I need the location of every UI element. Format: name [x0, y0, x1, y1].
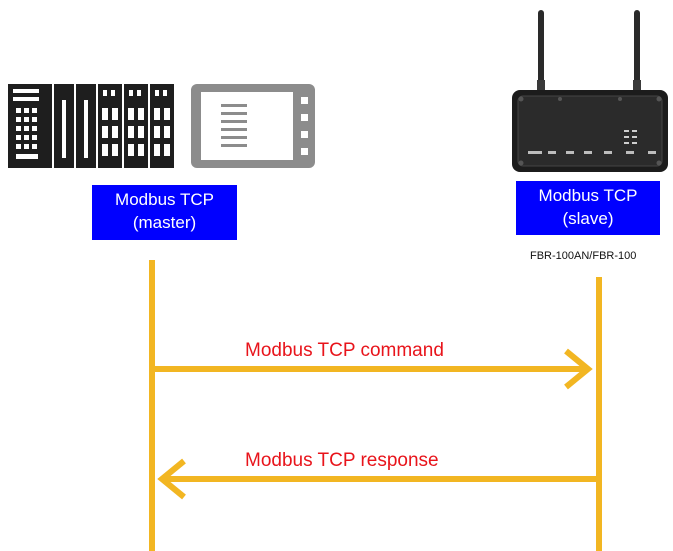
slave-label-line1: Modbus TCP [538, 186, 638, 205]
response-message-label: Modbus TCP response [245, 450, 439, 471]
hmi-icon [191, 84, 315, 168]
slave-label: Modbus TCP (slave) [516, 181, 660, 235]
master-label-line2: (master) [132, 213, 197, 232]
slave-label-line2: (slave) [562, 209, 614, 228]
slave-model-label: FBR-100AN/FBR-100 [530, 250, 637, 262]
command-message-label: Modbus TCP command [245, 340, 444, 361]
master-label: Modbus TCP (master) [92, 185, 237, 240]
master-label-line1: Modbus TCP [115, 190, 214, 209]
wireless-router-icon [512, 10, 668, 172]
response-arrowhead [157, 458, 186, 500]
plc-icon [8, 84, 174, 168]
command-arrowhead [564, 348, 593, 390]
